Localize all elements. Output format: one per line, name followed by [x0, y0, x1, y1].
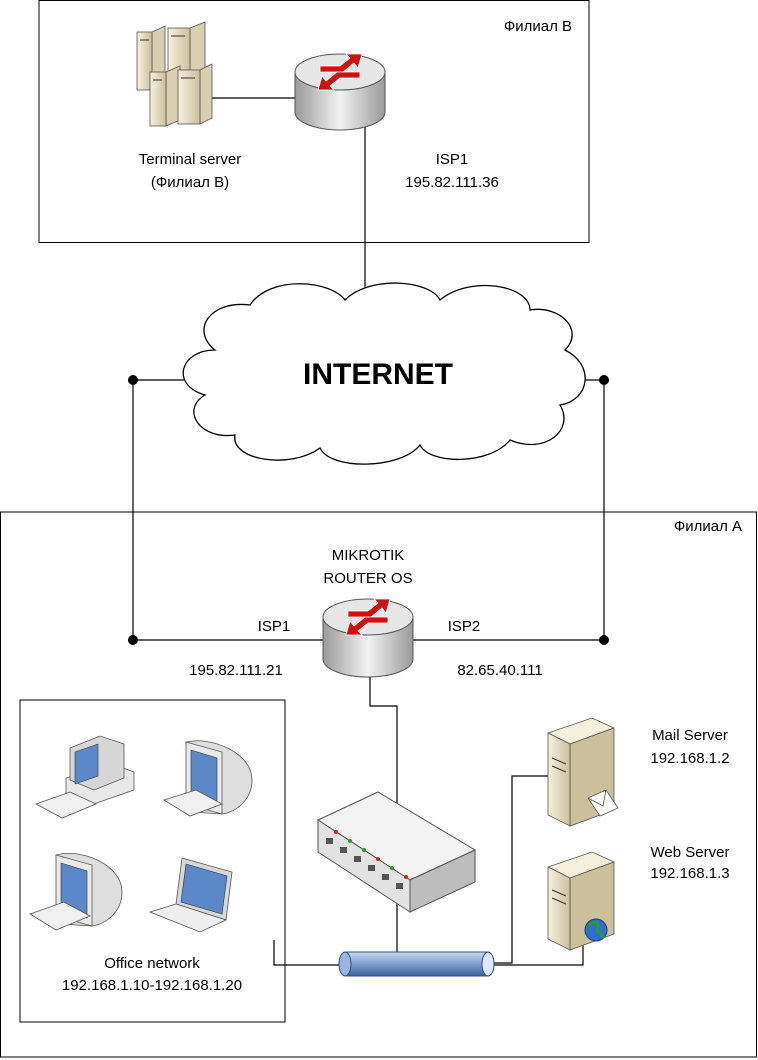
- office-network-range: 192.168.1.10-192.168.1.20: [62, 977, 242, 994]
- web-server-icon: [546, 851, 616, 951]
- office-network-name: Office network: [104, 955, 200, 972]
- switch-icon: [316, 791, 477, 913]
- office-network-frame: [19, 699, 286, 1023]
- terminal-server-icon: [136, 21, 213, 127]
- network-bus: [338, 951, 495, 977]
- router-b-icon: [294, 53, 386, 131]
- crt-monitor-icon-1: [163, 740, 253, 817]
- mail-server-icon: [546, 717, 619, 827]
- isp1-ip: 195.82.111.21: [189, 662, 283, 679]
- router-a-icon: [322, 598, 414, 678]
- isp1-name: ISP1: [258, 618, 291, 635]
- terminal-server-label-line1: Terminal server: [139, 151, 242, 168]
- terminal-server-label-line2: (Филиал B): [151, 174, 229, 191]
- branch-b-isp-ip: 195.82.111.36: [405, 174, 499, 191]
- desktop-pc-icon: [35, 735, 135, 819]
- web-server-name: Web Server: [651, 844, 730, 861]
- laptop-icon: [148, 857, 233, 933]
- isp2-name: ISP2: [448, 618, 481, 635]
- mail-server-name: Mail Server: [652, 727, 728, 744]
- router-a-label-line1: MIKROTIK: [332, 547, 405, 564]
- branch-a-frame: [0, 511, 757, 1058]
- web-server-ip: 192.168.1.3: [650, 865, 729, 882]
- branch-a-title: Филиал A: [674, 518, 742, 535]
- internet-label: INTERNET: [303, 358, 453, 391]
- branch-b-frame: [38, 0, 590, 243]
- branch-b-title: Филиал B: [504, 18, 572, 35]
- internet-cloud: [182, 282, 586, 465]
- router-a-label-line2: ROUTER OS: [323, 570, 412, 587]
- branch-b-isp-name: ISP1: [436, 151, 469, 168]
- isp2-ip: 82.65.40.111: [457, 662, 542, 679]
- crt-monitor-icon-2: [29, 853, 123, 931]
- mail-server-ip: 192.168.1.2: [650, 750, 729, 767]
